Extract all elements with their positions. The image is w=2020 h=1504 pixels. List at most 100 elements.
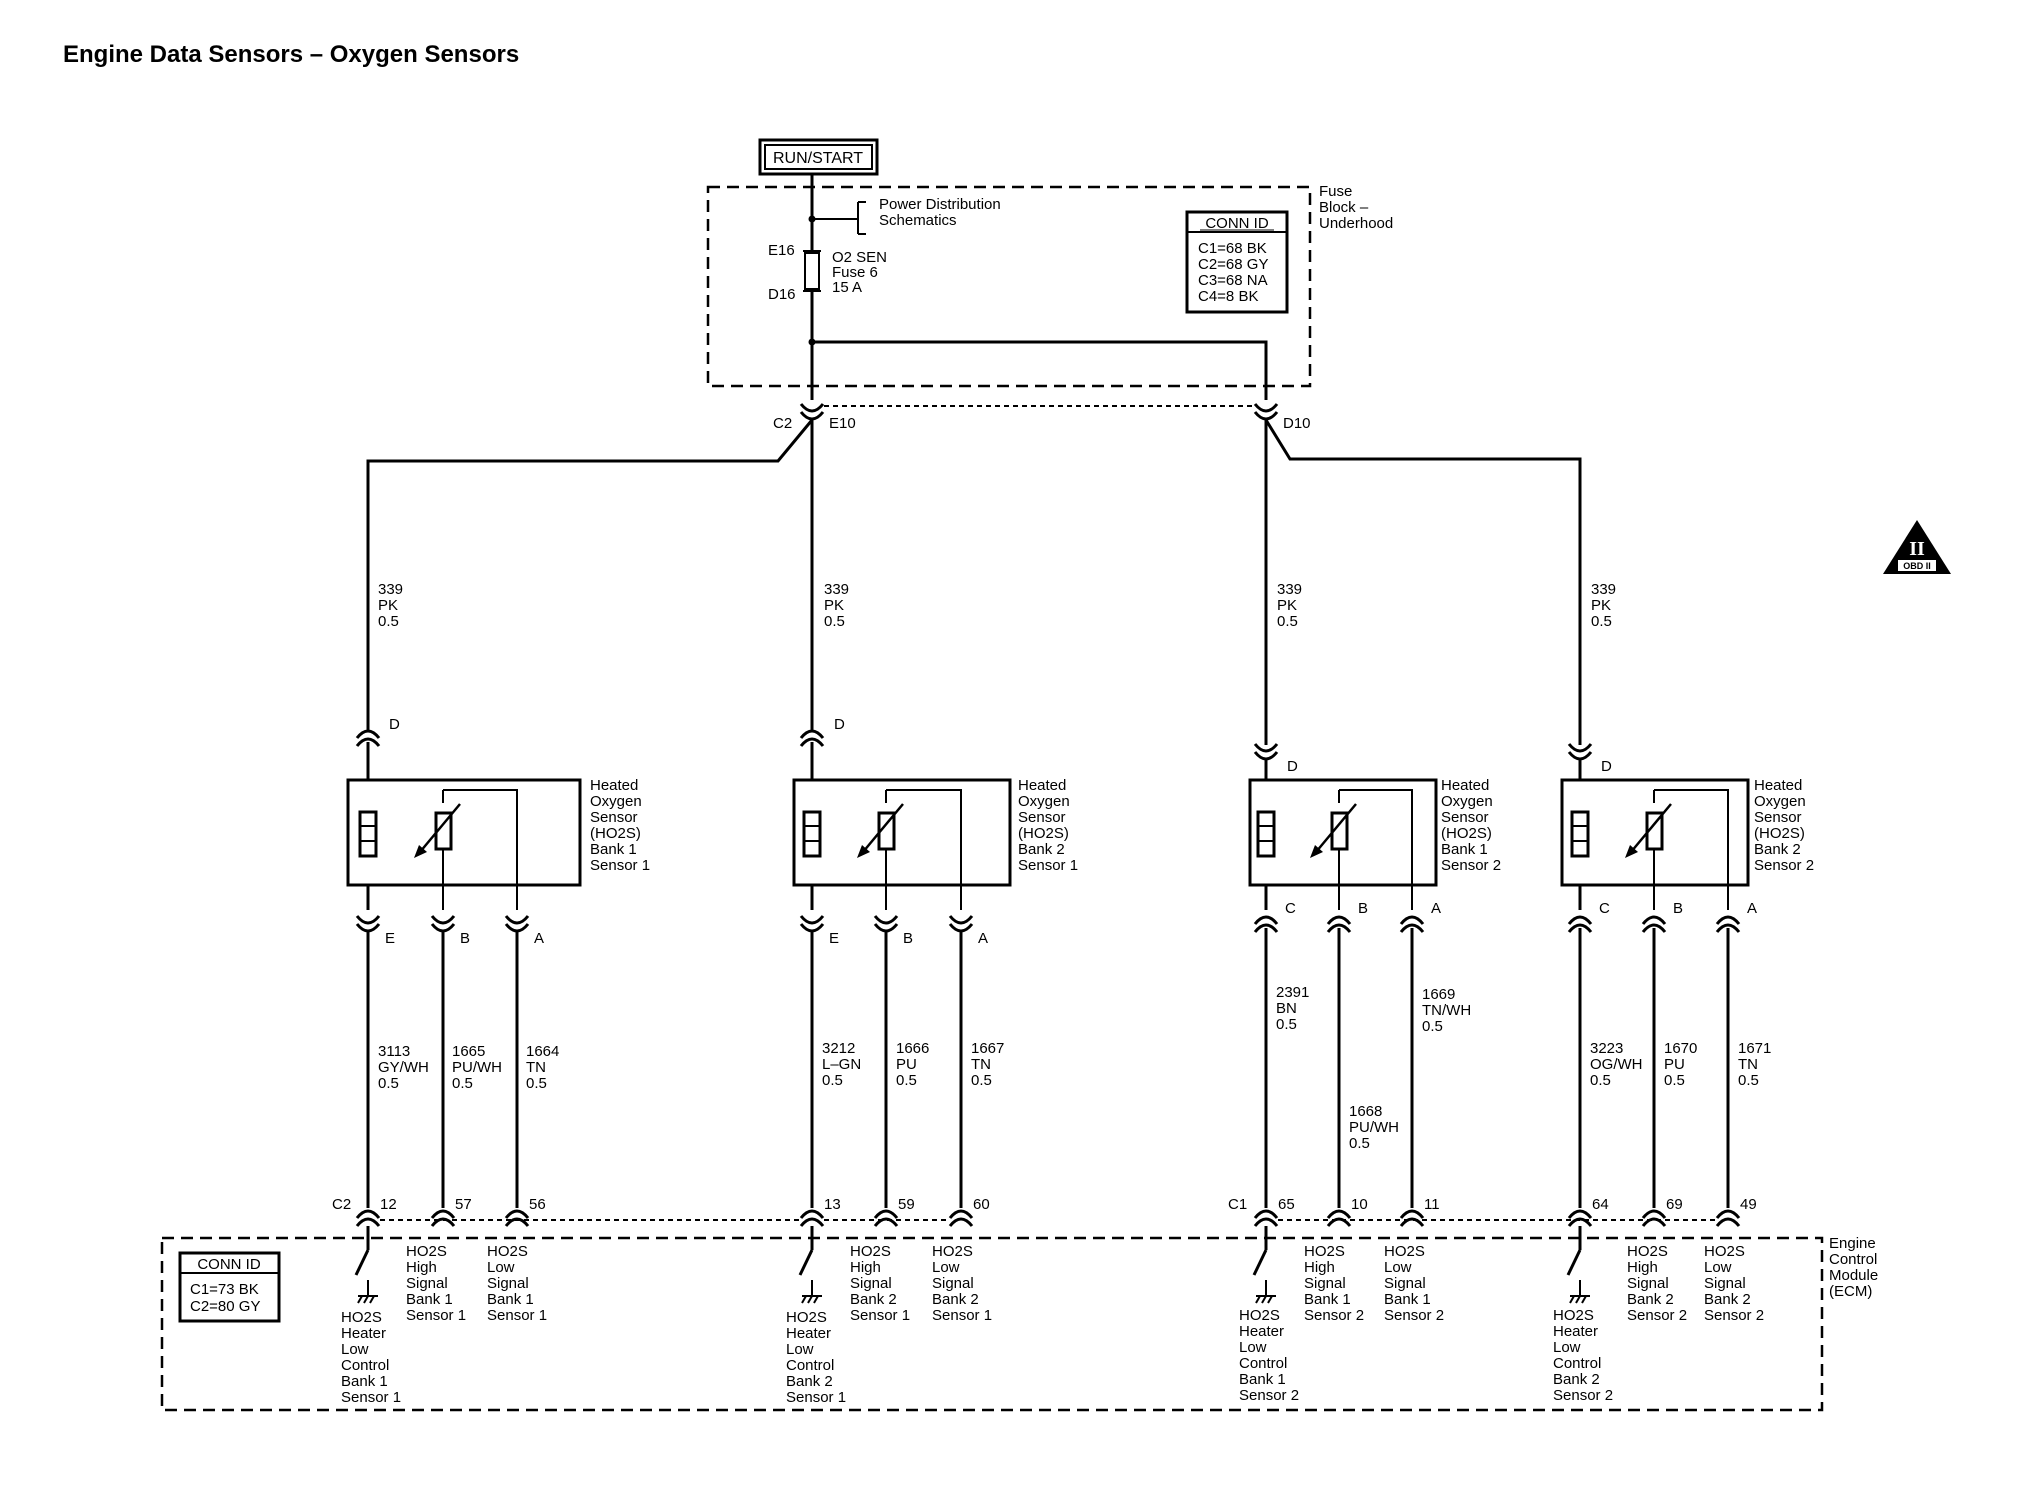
- sensor3-wire1-circuit: 2391: [1276, 984, 1309, 1001]
- sensor4-name-2: Oxygen: [1754, 793, 1806, 810]
- ecm-s1-low-1: HO2S: [487, 1243, 528, 1260]
- sensor3-pin-1: C: [1285, 900, 1296, 917]
- sensor3-name-3: Sensor: [1441, 809, 1489, 826]
- ecm-labels-sensor2: HO2S Heater Low Control Bank 2 Sensor 1 …: [786, 1243, 992, 1406]
- sensor3-wire2-circuit: 1668: [1349, 1103, 1382, 1120]
- ecm-s4-high-5: Sensor 2: [1627, 1307, 1687, 1324]
- feed-wire-label-3: 339 PK 0.5: [1277, 581, 1302, 630]
- fuse-block-connector-e10: [799, 403, 825, 421]
- ecm-s3-heater-6: Sensor 2: [1239, 1387, 1299, 1404]
- power-distribution-line-2: Schematics: [879, 212, 957, 229]
- ecm-pin-57: 57: [455, 1196, 472, 1213]
- ecm-s4-low-3: Signal: [1704, 1275, 1746, 1292]
- sensor3-name-6: Sensor 2: [1441, 857, 1501, 874]
- sensor4-wire3-size: 0.5: [1738, 1072, 1759, 1089]
- sensor2-wire1-color: L–GN: [822, 1056, 861, 1073]
- ecm-s2-high-5: Sensor 1: [850, 1307, 910, 1324]
- ecm-labels-sensor4: HO2S Heater Low Control Bank 2 Sensor 2 …: [1553, 1243, 1764, 1404]
- ecm-s2-low-2: Low: [932, 1259, 960, 1276]
- power-distribution-label: Power Distribution Schematics: [879, 196, 1001, 229]
- fuse-conn-id-c1: C1=68 BK: [1198, 240, 1267, 257]
- ecm-s2-high-1: HO2S: [850, 1243, 891, 1260]
- run-start-box: RUN/START: [758, 138, 879, 176]
- fuse-label-2: Fuse 6: [832, 264, 878, 281]
- sensor4-wire2-color: PU: [1664, 1056, 1685, 1073]
- ecm-pin-65: 65: [1278, 1196, 1295, 1213]
- sensor2-wire2-circuit: 1666: [896, 1040, 929, 1057]
- sensor3-name: Heated Oxygen Sensor (HO2S) Bank 1 Senso…: [1441, 777, 1501, 874]
- fuse-block-label: Fuse Block – Underhood: [1319, 183, 1393, 232]
- feed-wire-4-size: 0.5: [1591, 613, 1612, 630]
- ecm-s2-low-3: Signal: [932, 1275, 974, 1292]
- ecm-pin-11: 11: [1424, 1196, 1440, 1213]
- sensor3-pin-2: B: [1358, 900, 1368, 917]
- ecm-s4-high-1: HO2S: [1627, 1243, 1668, 1260]
- fuse-conn-id-c2: C2=68 GY: [1198, 256, 1268, 273]
- ecm-s3-high-4: Bank 1: [1304, 1291, 1351, 1308]
- sensor1-wire3-circuit: 1664: [526, 1043, 559, 1060]
- feed-wire-4-color: PK: [1591, 597, 1611, 614]
- sensor1-pin-3: A: [534, 930, 544, 947]
- ecm-pins-sensor2: 13 59 60: [799, 1196, 990, 1227]
- ecm-s4-heater-3: Low: [1553, 1339, 1581, 1356]
- ecm-s3-high-1: HO2S: [1304, 1243, 1345, 1260]
- sensor3-wire3-circuit: 1669: [1422, 986, 1455, 1003]
- ecm-s4-low-2: Low: [1704, 1259, 1732, 1276]
- sensor-bank2-sensor1: D Heated Oxygen Sensor (HO2S) Bank 2 Sen…: [792, 716, 1078, 1208]
- sensor1-wire2-color: PU/WH: [452, 1059, 502, 1076]
- sensor2-wire1-size: 0.5: [822, 1072, 843, 1089]
- sensor1-name-5: Bank 1: [590, 841, 637, 858]
- sensor3-top-pin: D: [1287, 758, 1298, 775]
- ecm-pin-56: 56: [529, 1196, 546, 1213]
- fuse-conn-id-c3: C3=68 NA: [1198, 272, 1268, 289]
- fuse-block-left-conn: C2: [773, 415, 792, 432]
- ecm-s3-low-1: HO2S: [1384, 1243, 1425, 1260]
- sensor2-top-pin: D: [834, 716, 845, 733]
- ecm-label-4: (ECM): [1829, 1283, 1872, 1300]
- ecm-s4-high-2: High: [1627, 1259, 1658, 1276]
- sensor4-pin-1: C: [1599, 900, 1610, 917]
- ecm-s1-low-2: Low: [487, 1259, 515, 1276]
- sensor4-wire2-circuit: 1670: [1664, 1040, 1697, 1057]
- heater-switch-4: [1566, 1226, 1590, 1304]
- feed-wire-1-color: PK: [378, 597, 398, 614]
- run-start-label: RUN/START: [773, 150, 863, 167]
- sensor1-wire1-size: 0.5: [378, 1075, 399, 1092]
- sensor2-pin-3: A: [978, 930, 988, 947]
- ecm-s4-low-5: Sensor 2: [1704, 1307, 1764, 1324]
- sensor4-name-6: Sensor 2: [1754, 857, 1814, 874]
- ecm-s2-heater-1: HO2S: [786, 1309, 827, 1326]
- sensor1-wire3-size: 0.5: [526, 1075, 547, 1092]
- obd-ii-text: OBD II: [1903, 561, 1931, 571]
- ecm-conn-id-c2: C2=80 GY: [190, 1298, 260, 1315]
- sensor2-wire2-size: 0.5: [896, 1072, 917, 1089]
- ecm-pin-13: 13: [824, 1196, 841, 1213]
- heater-switch-2: [798, 1226, 822, 1304]
- feed-wire-2-size: 0.5: [824, 613, 845, 630]
- ecm-pin-12: 12: [380, 1196, 397, 1213]
- heater-switch-1: [354, 1226, 378, 1304]
- ecm-s3-high-5: Sensor 2: [1304, 1307, 1364, 1324]
- sensor-bank2-sensor2: D Heated Oxygen Sensor (HO2S) Bank 2 Sen…: [1560, 743, 1814, 1208]
- ecm-s1-heater-3: Low: [341, 1341, 369, 1358]
- sensor2-wire3-circuit: 1667: [971, 1040, 1004, 1057]
- sensor2-name-6: Sensor 1: [1018, 857, 1078, 874]
- ecm-s1-high-5: Sensor 1: [406, 1307, 466, 1324]
- ecm-pin-59: 59: [898, 1196, 915, 1213]
- ecm-pins-sensor4: 64 69 49: [1567, 1196, 1757, 1227]
- ecm-label-3: Module: [1829, 1267, 1878, 1284]
- ecm-s2-heater-3: Low: [786, 1341, 814, 1358]
- ecm-s4-heater-5: Bank 2: [1553, 1371, 1600, 1388]
- feed-wire-label-4: 339 PK 0.5: [1591, 581, 1616, 630]
- fuse-block-connector-d10: [1253, 403, 1279, 421]
- sensor2-name: Heated Oxygen Sensor (HO2S) Bank 2 Senso…: [1018, 777, 1078, 874]
- ecm-label: Engine Control Module (ECM): [1829, 1235, 1878, 1300]
- power-distribution-line-1: Power Distribution: [879, 196, 1001, 213]
- ecm-s4-high-4: Bank 2: [1627, 1291, 1674, 1308]
- sensor1-wire1-circuit: 3113: [378, 1043, 410, 1060]
- ecm-label-1: Engine: [1829, 1235, 1876, 1252]
- ecm-s1-heater-6: Sensor 1: [341, 1389, 401, 1406]
- fuse-block-conn-id: CONN ID C1=68 BK C2=68 GY C3=68 NA C4=8 …: [1185, 210, 1289, 314]
- ecm-label-2: Control: [1829, 1251, 1877, 1268]
